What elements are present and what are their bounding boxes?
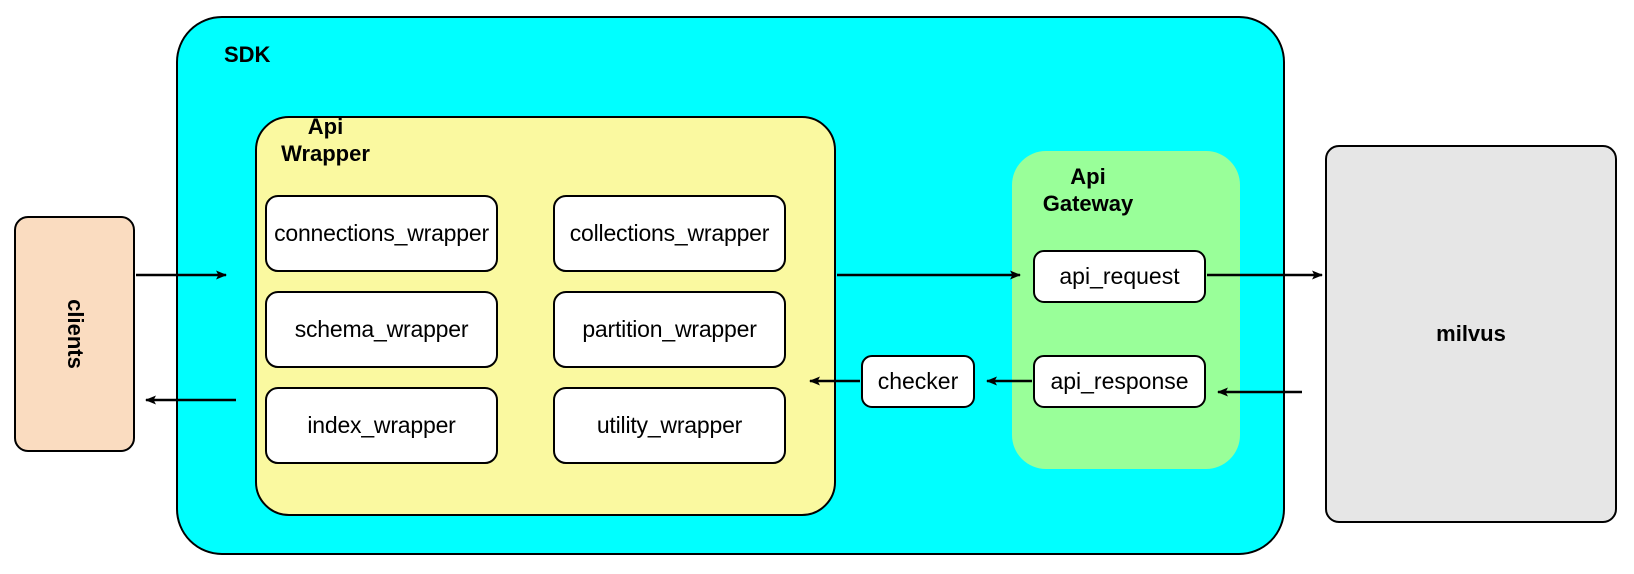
schema-wrapper-node[interactable]: schema_wrapper (265, 291, 498, 368)
index-wrapper-node[interactable]: index_wrapper (265, 387, 498, 464)
api-gateway-container[interactable] (1012, 151, 1240, 469)
api-request-node[interactable]: api_request (1033, 250, 1206, 303)
utility-wrapper-label: utility_wrapper (596, 412, 743, 438)
api-gateway-title: Api Gateway (1042, 164, 1134, 216)
checker-node[interactable]: checker (861, 355, 975, 408)
sdk-title: SDK (224, 42, 271, 67)
api-response-node[interactable]: api_response (1033, 355, 1206, 408)
clients-label: clients (62, 299, 88, 369)
api-response-label: api_response (1050, 368, 1189, 394)
index-wrapper-label: index_wrapper (307, 412, 456, 438)
partition-wrapper-label: partition_wrapper (582, 316, 757, 342)
connections-wrapper-node[interactable]: connections_wrapper (265, 195, 498, 272)
utility-wrapper-node[interactable]: utility_wrapper (553, 387, 786, 464)
clients-node[interactable]: clients (14, 216, 135, 452)
collections-wrapper-label: collections_wrapper (569, 220, 770, 246)
partition-wrapper-node[interactable]: partition_wrapper (553, 291, 786, 368)
collections-wrapper-node[interactable]: collections_wrapper (553, 195, 786, 272)
milvus-label: milvus (1436, 321, 1506, 346)
connections-wrapper-label: connections_wrapper (274, 220, 489, 246)
api-wrapper-title: Api Wrapper (281, 114, 370, 166)
milvus-node[interactable]: milvus (1325, 145, 1617, 523)
checker-label: checker (877, 368, 959, 394)
api-request-label: api_request (1059, 263, 1180, 289)
schema-wrapper-label: schema_wrapper (294, 316, 469, 342)
